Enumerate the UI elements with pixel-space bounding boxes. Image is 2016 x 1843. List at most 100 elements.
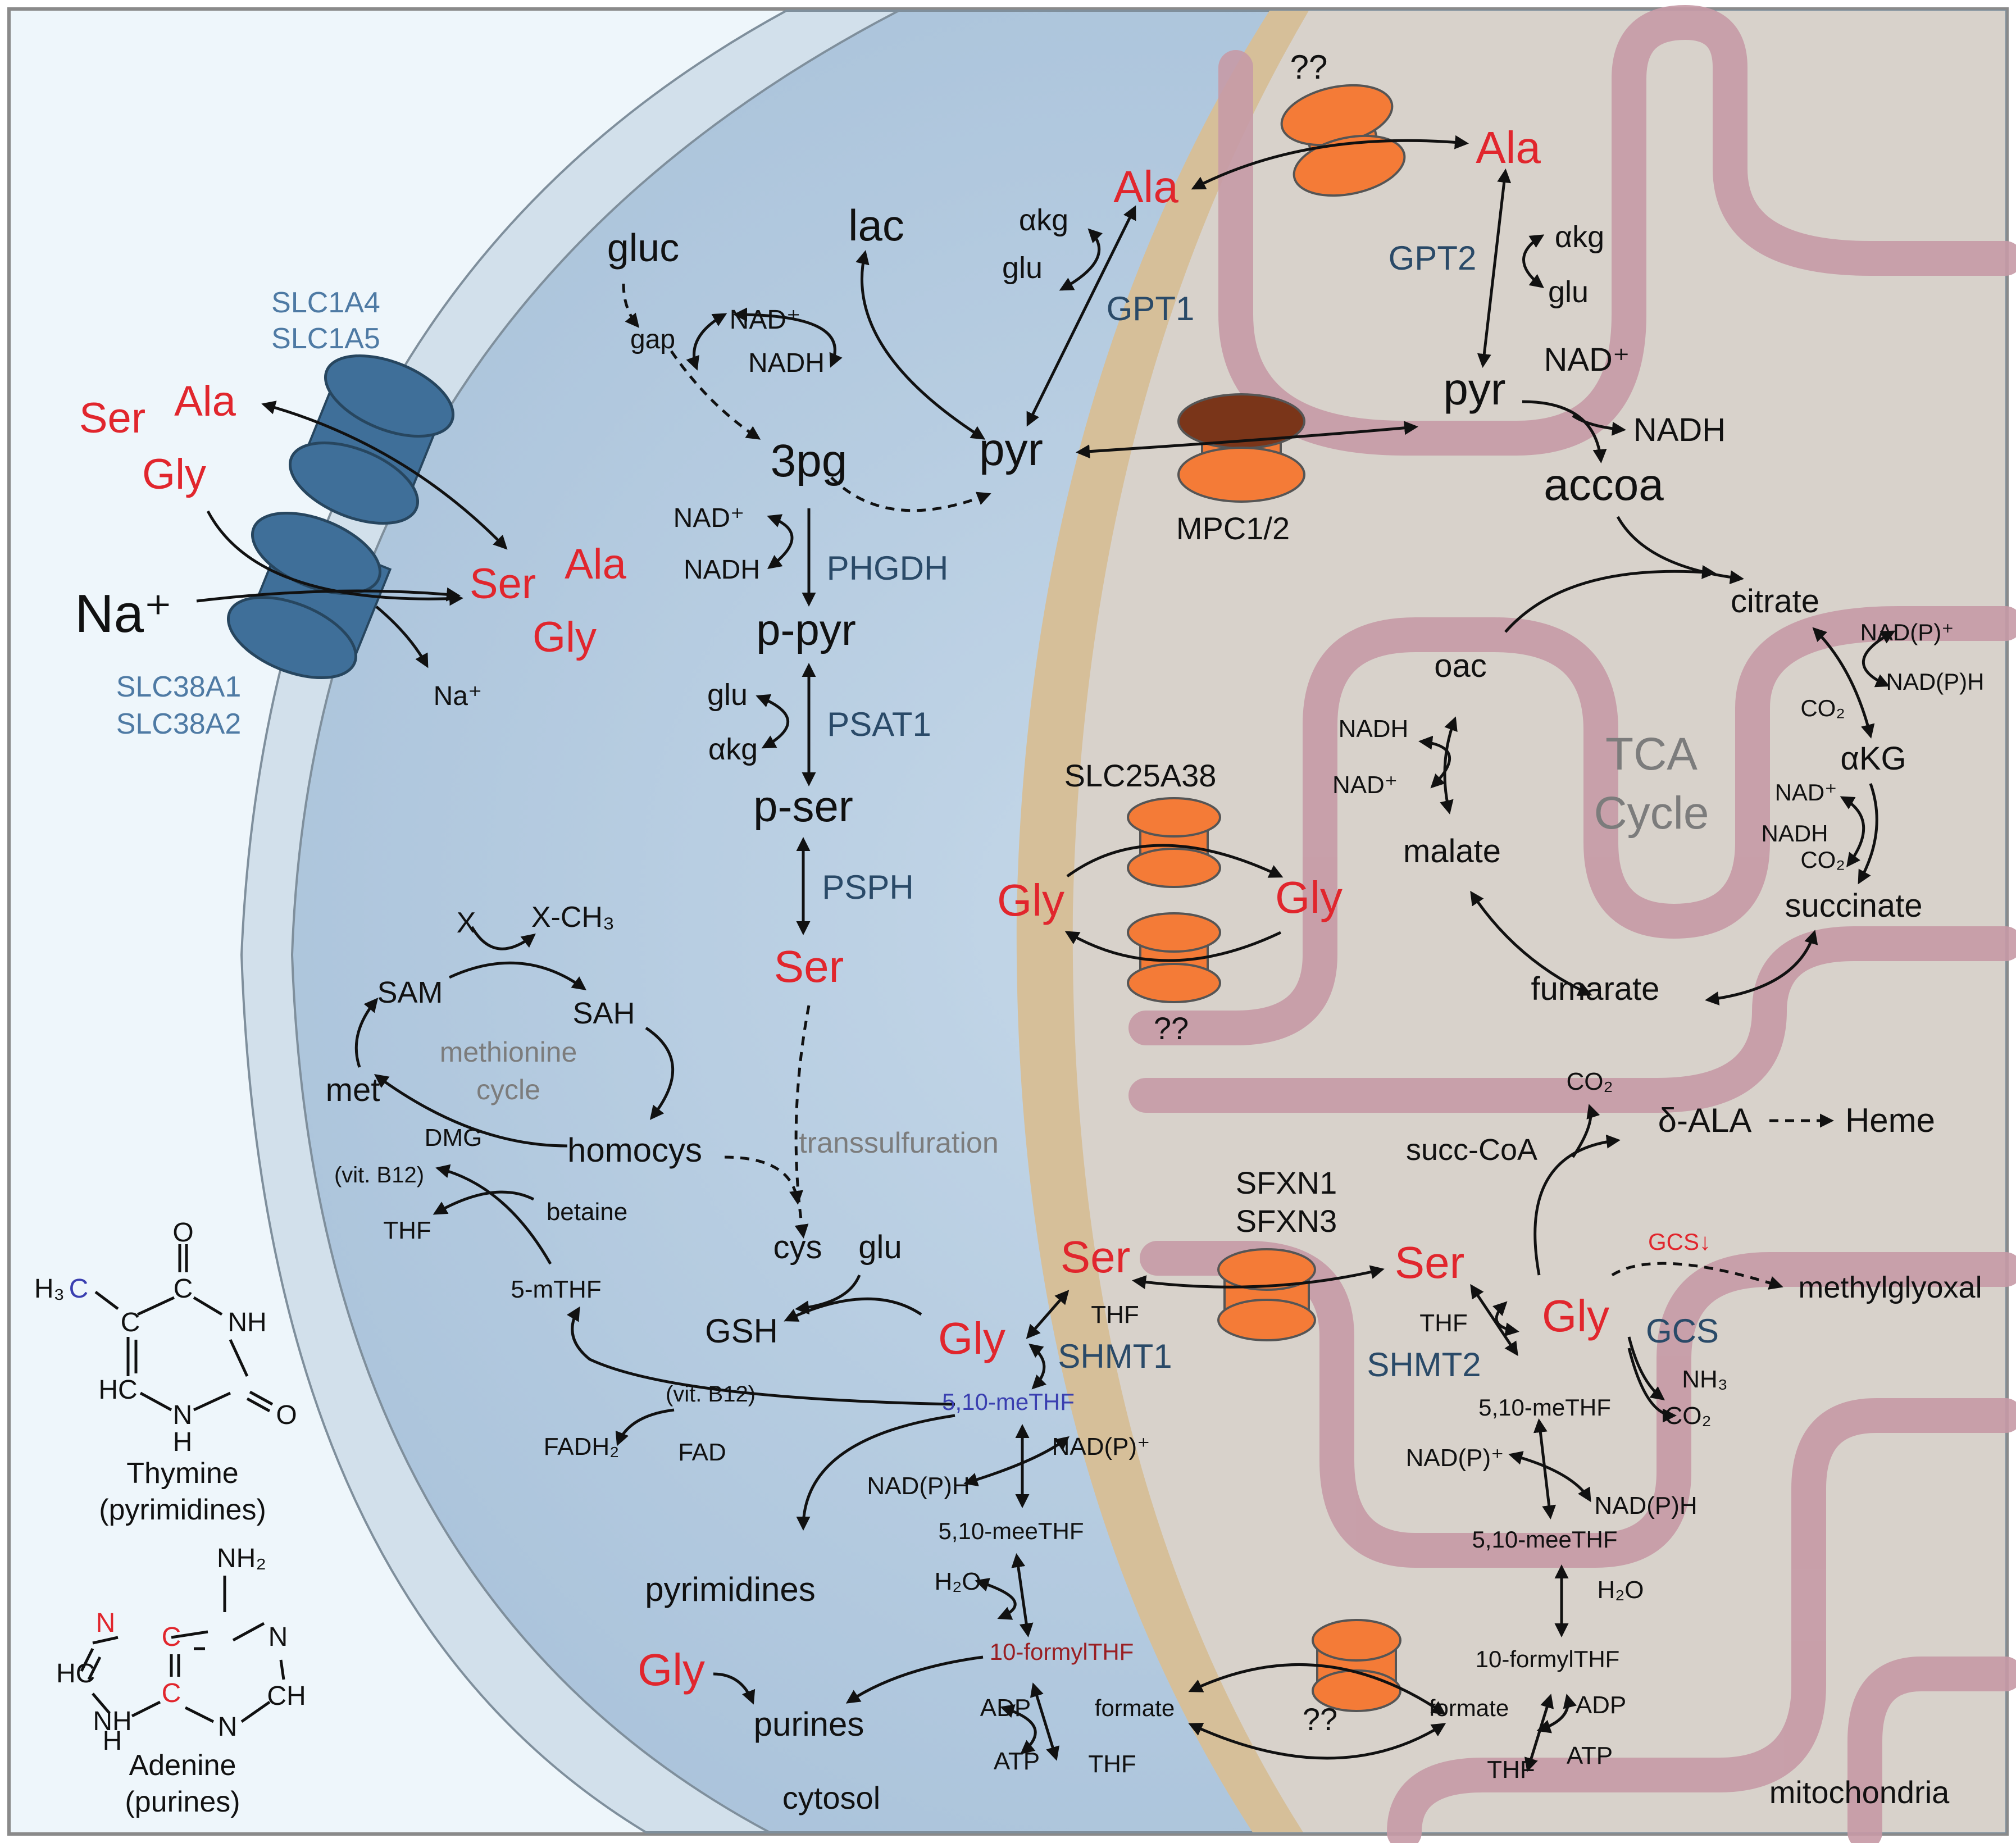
adenine-nh2: NH₂ [217,1544,266,1573]
pyrimidines: pyrimidines [645,1571,815,1608]
gly-mito: Gly [1542,1291,1609,1341]
ala-mito: Ala [1476,122,1541,172]
cytosol-label: cytosol [782,1780,880,1815]
adp-cyto: ADP [980,1694,1031,1722]
adenine-h-bottom: H [103,1726,122,1756]
malate: malate [1403,833,1501,870]
nad-malate: NAD⁺ [1332,771,1398,799]
betaine: betaine [547,1198,627,1226]
fumarate: fumarate [1531,971,1660,1007]
glu-3: glu [858,1229,902,1266]
thymine-nh: NH [227,1308,266,1337]
5-10-meethf-cyto: 5,10-meeTHF [938,1518,1084,1544]
int-ser: Ser [470,560,536,608]
thymine-class: (pyrimidines) [99,1494,266,1526]
slc38a2-label: SLC38A2 [116,708,242,740]
h2o-cyto: H₂O [934,1568,981,1595]
ser-cyto-sfxn: Ser [1061,1232,1131,1282]
thf-mito: THF [1419,1309,1468,1337]
ser-mito: Ser [1395,1237,1465,1287]
delta-ala: δ-ALA [1658,1102,1752,1139]
thymine-c4: C [174,1274,193,1304]
gly-left: Gly [997,875,1064,925]
co2-4: CO₂ [1664,1402,1711,1430]
thymine-o-top: O [172,1218,193,1248]
adenine-n7: N [96,1608,116,1638]
vit-b12-a: (vit. B12) [334,1163,424,1187]
unknown-formate-transporter-label: ?? [1303,1701,1337,1737]
nad-mito: NAD⁺ [1544,342,1630,378]
fad: FAD [678,1439,726,1466]
co2-1: CO₂ [1800,695,1845,721]
atp-mito: ATP [1567,1742,1613,1769]
tca-label-line1: TCA [1605,729,1698,780]
co2-2: CO₂ [1800,847,1845,873]
akg-1: αkg [1019,203,1068,237]
formate-mito: formate [1429,1695,1509,1721]
nadp-mito: NAD(P)⁺ [1860,619,1954,645]
p-pyr: p-pyr [756,605,856,654]
gcs-label: GCS [1646,1312,1719,1350]
met: met [326,1072,380,1108]
methionine-cycle-label-line1: methionine [440,1036,577,1068]
nadh-malate: NADH [1339,715,1409,743]
10-formylthf-mito: 10-formylTHF [1476,1646,1620,1672]
adp-mito: ADP [1576,1691,1626,1719]
adenine-structure: NH₂ N C C N HC C CH NH N H Adenine (puri… [56,1544,306,1818]
h2o-mito: H₂O [1597,1576,1644,1604]
sfxn3-label: SFXN3 [1236,1203,1337,1239]
thf-mito-2: THF [1487,1756,1535,1783]
nad-succ: NAD⁺ [1775,779,1837,806]
gcs-down: GCS↓ [1648,1228,1711,1255]
fadh2: FADH₂ [544,1433,619,1460]
dmg: DMG [425,1124,483,1152]
succ-coa: succ-CoA [1406,1133,1537,1167]
co2-3: CO₂ [1566,1068,1613,1095]
adenine-c6: C [218,1609,232,1631]
transsulfuration-label: transsulfuration [799,1127,999,1159]
thf-1: THF [383,1217,431,1244]
cys: cys [773,1229,822,1266]
slc25a38-label: SLC25A38 [1064,758,1217,793]
gap: gap [630,325,675,354]
akg-tca: αKG [1840,740,1906,777]
purines: purines [754,1705,864,1743]
adenine-c4: C [162,1678,181,1708]
slc25a38-transporter [1127,797,1221,1003]
int-na: Na⁺ [434,681,483,711]
sfxn-transporter [1217,1248,1316,1341]
int-ala: Ala [565,540,627,588]
homocys: homocys [567,1131,702,1169]
unknown-gly-transporter-label: ?? [1154,1011,1189,1046]
sfxn1-label: SFXN1 [1236,1165,1337,1200]
nadh-2: NADH [684,555,760,585]
formate-cyto: formate [1095,1695,1175,1721]
nadp-mito-2: NAD(P)⁺ [1406,1444,1504,1472]
nadh-succ: NADH [1761,820,1828,847]
thymine-c5: C [121,1308,140,1337]
thymine-h3: H₃ [34,1274,65,1304]
gly-purine: Gly [638,1645,705,1695]
akg-mito: αkg [1555,220,1604,254]
adenine-class: (purines) [125,1786,240,1818]
5-10-methf-mito: 5,10-meTHF [1478,1394,1611,1421]
adenine-n3: N [218,1712,238,1742]
shmt2-label: SHMT2 [1367,1346,1481,1384]
nadph-cyto: NAD(P)H [867,1472,970,1500]
sah: SAH [572,996,635,1030]
gpt2-label: GPT2 [1389,239,1477,277]
nadh-mito: NADH [1633,412,1726,448]
reaction-arrows [196,135,1896,1772]
pyr: pyr [979,424,1043,475]
vit-b12-b: (vit. B12) [666,1382,756,1407]
thf-cyto: THF [1091,1301,1139,1328]
thymine-n-bottom: N [173,1400,193,1430]
glu-1: glu [1002,251,1043,285]
akg-2: αkg [708,732,758,766]
accoa: accoa [1544,459,1664,509]
glu-mito: glu [1548,275,1589,309]
thymine-methyl-c: C [69,1274,89,1304]
adenine-hc8: HC [56,1659,95,1689]
p-ser: p-ser [753,781,853,831]
x-ch3: X-CH₃ [531,901,615,934]
